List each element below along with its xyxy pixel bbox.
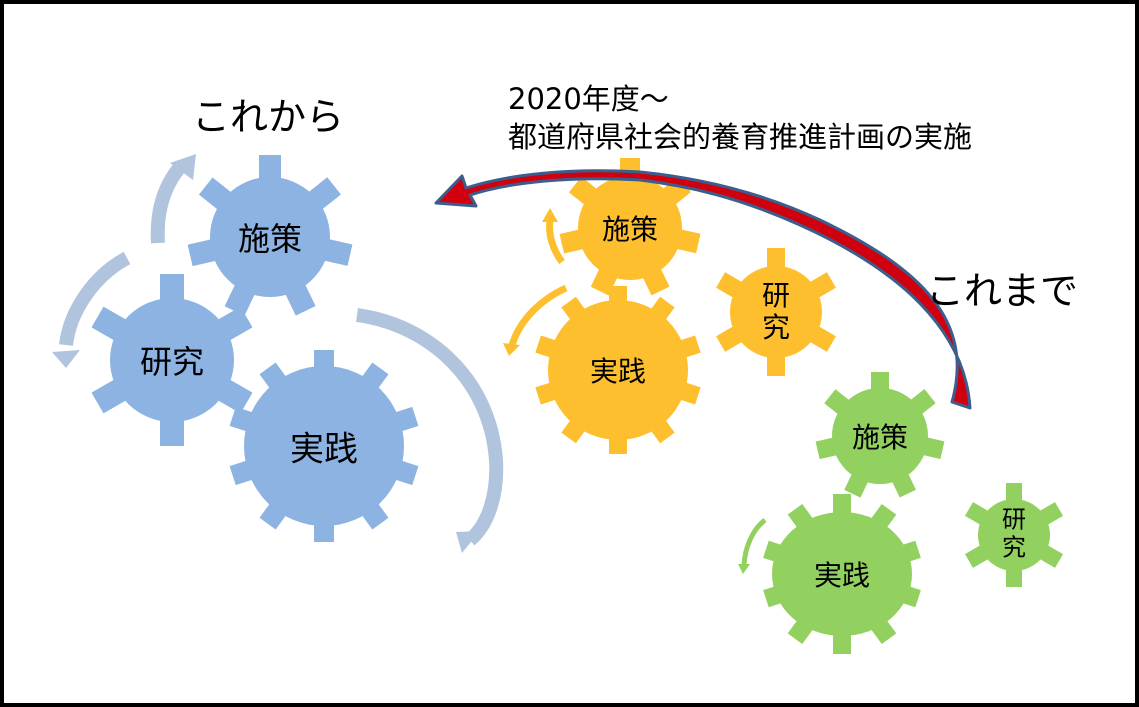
gear-label-char: 研 xyxy=(1002,505,1026,534)
gear-label-blue-policy: 施策 xyxy=(237,220,303,258)
gear-label-blue-practice: 実践 xyxy=(290,429,358,470)
caption-line-1: 2020年度～ xyxy=(508,82,669,116)
transition-arrow xyxy=(434,169,972,410)
gear-label-char: 研 xyxy=(761,278,791,312)
caption-line-2: 都道府県社会的養育推進計画の実施 xyxy=(508,120,973,154)
gear-green-practice xyxy=(763,494,921,654)
gear-label-char: 究 xyxy=(761,311,791,344)
arrowhead-icon xyxy=(738,564,750,574)
gear-label-orange-practice: 実践 xyxy=(589,355,647,388)
gear-label-blue-research: 研究 xyxy=(139,343,205,381)
gear-blue-practice xyxy=(229,350,419,542)
gear-orange-research xyxy=(716,248,836,376)
orange-cycle-arrows xyxy=(508,219,568,347)
heading-future: これから xyxy=(192,95,345,139)
gear-label-green-policy: 施策 xyxy=(851,421,909,454)
caption: 2020年度～ 都道府県社会的養育推進計画の実施 xyxy=(508,80,972,156)
heading-past: これまで xyxy=(926,269,1079,313)
blue-arrow-left xyxy=(59,251,131,347)
green-cycle-arrow xyxy=(741,518,767,566)
arrowhead-icon xyxy=(52,350,80,368)
gear-label-char: 究 xyxy=(1002,533,1026,561)
blue-cycle-arrows xyxy=(59,162,504,546)
gear-green-policy xyxy=(815,372,945,498)
gear-blue-research xyxy=(91,274,253,446)
gear-label-orange-research: 研 究 xyxy=(761,278,791,344)
blue-arrow-right xyxy=(355,308,504,546)
gear-orange-practice xyxy=(535,286,701,454)
arrowhead-icon xyxy=(170,154,196,180)
arrowhead-icon xyxy=(542,208,558,222)
gear-label-green-research: 研 究 xyxy=(1002,506,1026,561)
blue-arrow-up xyxy=(150,162,186,244)
gear-green-research xyxy=(964,483,1064,587)
blue-arrowheads xyxy=(52,154,480,553)
arrowhead-icon xyxy=(503,343,520,356)
gear-blue-policy xyxy=(187,155,353,316)
gear-label-orange-policy: 施策 xyxy=(601,213,659,246)
arrowhead-icon xyxy=(456,531,480,553)
gear-label-green-practice: 実践 xyxy=(813,559,871,592)
